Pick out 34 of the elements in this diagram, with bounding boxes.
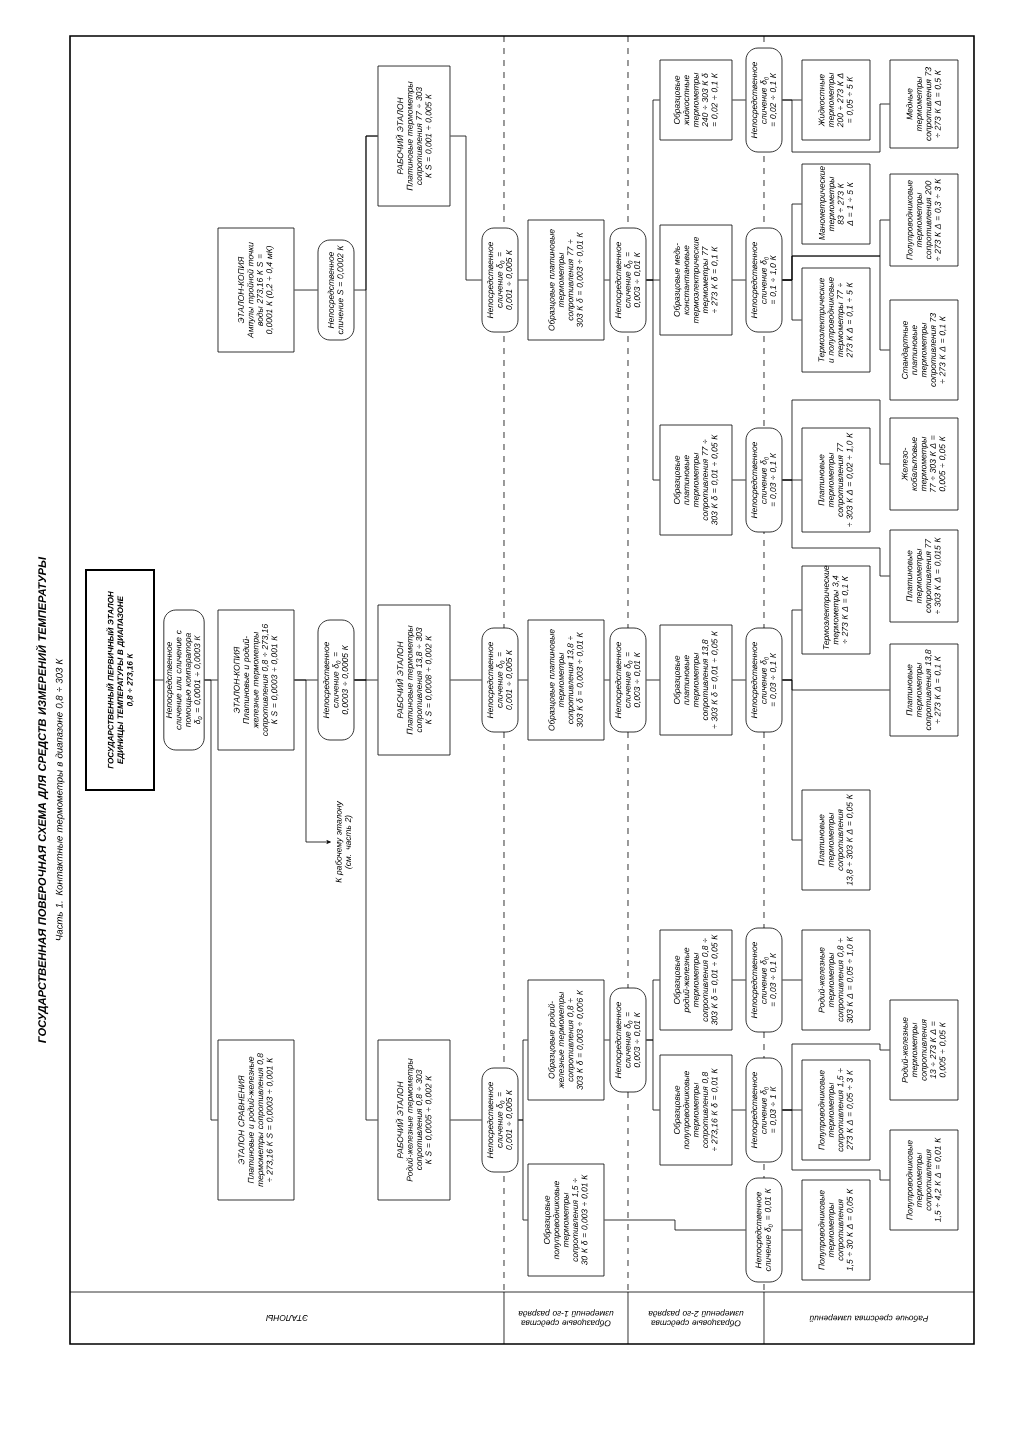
arrow bbox=[294, 679, 331, 844]
connector-line bbox=[782, 479, 890, 577]
connector-line bbox=[732, 679, 746, 681]
connector-line bbox=[646, 1039, 660, 1111]
connector-line bbox=[732, 479, 746, 481]
connector-line bbox=[154, 679, 164, 681]
connector-line bbox=[782, 679, 890, 691]
connector-line bbox=[518, 1039, 528, 1121]
connector-line bbox=[604, 1219, 746, 1231]
connector-line bbox=[782, 979, 802, 981]
connector-line bbox=[354, 679, 378, 1121]
connector-line bbox=[604, 279, 610, 281]
connector-line bbox=[646, 99, 660, 281]
connector-line bbox=[782, 255, 890, 351]
connector-line bbox=[450, 1119, 482, 1121]
connector-line bbox=[646, 679, 660, 681]
connector-line bbox=[782, 99, 890, 153]
connector-line bbox=[782, 1109, 890, 1181]
connector-line bbox=[518, 1119, 528, 1221]
connector-line bbox=[604, 1039, 610, 1041]
connector-line bbox=[518, 279, 528, 281]
connector-line bbox=[732, 279, 746, 281]
connector-line bbox=[732, 1109, 746, 1111]
connector-line bbox=[732, 979, 746, 981]
connector-line bbox=[518, 679, 528, 681]
connector-line bbox=[204, 679, 218, 1121]
connector-line bbox=[450, 679, 482, 681]
connector-line bbox=[604, 679, 610, 681]
connector-line bbox=[646, 279, 660, 481]
connector-line bbox=[646, 979, 660, 1041]
connector-line bbox=[782, 1229, 802, 1231]
connector-line bbox=[732, 99, 746, 101]
connector-line bbox=[450, 135, 482, 281]
connector-line bbox=[294, 289, 318, 291]
